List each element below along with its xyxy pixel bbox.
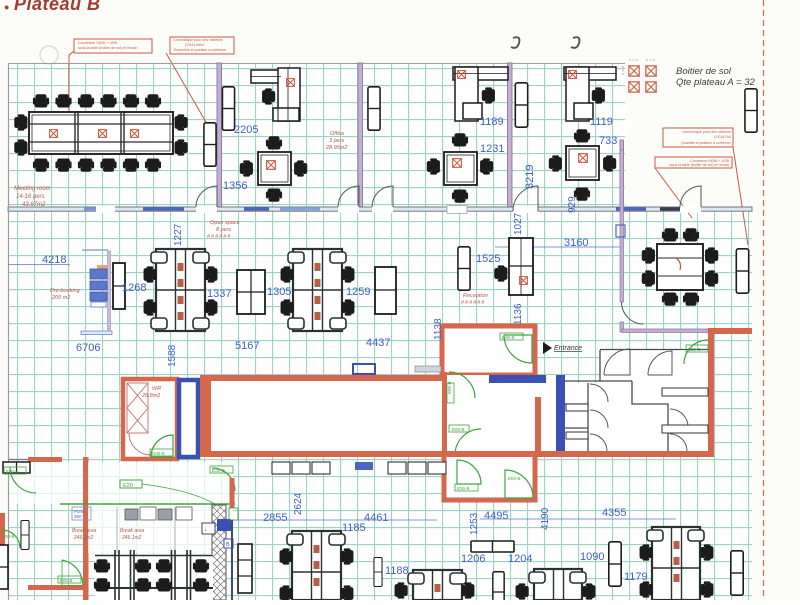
svg-text:sous la table (boitier de sol): sous la table (boitier de sol) et l'ecra…	[78, 46, 137, 50]
svg-text:2205: 2205	[234, 124, 258, 136]
svg-text:1337: 1337	[207, 288, 231, 300]
svg-text:1588: 1588	[167, 344, 178, 367]
svg-text:1138: 1138	[433, 318, 444, 340]
svg-text:1179: 1179	[624, 571, 648, 583]
svg-text:43.67m2: 43.67m2	[22, 202, 46, 208]
svg-text:Connexion HDMI + USB: Connexion HDMI + USB	[690, 159, 729, 163]
svg-text:●: ●	[4, 2, 9, 12]
svg-text:1188: 1188	[385, 565, 409, 577]
svg-text:3219: 3219	[524, 165, 536, 189]
svg-text:1231: 1231	[480, 143, 504, 155]
svg-text:######: ######	[461, 300, 485, 306]
svg-text:B: B	[226, 542, 230, 548]
svg-text:Quantite et position a confirm: Quantite et position a confirmer	[681, 141, 732, 145]
svg-text:(VGA) Full: (VGA) Full	[714, 135, 731, 139]
svg-text:Pre-booking: Pre-booking	[50, 288, 81, 294]
svg-text:E20: E20	[123, 483, 133, 489]
svg-text:2624: 2624	[293, 492, 304, 515]
svg-text:Entrance: Entrance	[554, 345, 582, 352]
svg-text:E00-B: E00-B	[688, 347, 701, 352]
svg-text:5167: 5167	[235, 340, 259, 352]
svg-text:Connectique pour des visiteurs: Connectique pour des visiteurs	[173, 38, 223, 42]
svg-text:1206: 1206	[461, 553, 485, 565]
svg-text:8 pers: 8 pers	[216, 227, 232, 233]
svg-text:Porte: Porte	[74, 509, 85, 514]
svg-text:E00-B: E00-B	[2, 534, 15, 539]
svg-text:1305: 1305	[267, 286, 291, 298]
svg-text:1259: 1259	[346, 286, 370, 298]
svg-text:28.8m2: 28.8m2	[141, 393, 160, 399]
svg-text:1090: 1090	[580, 551, 604, 563]
svg-text:(VGA) hdmi: (VGA) hdmi	[185, 43, 204, 47]
svg-text:↓: ↓	[204, 527, 207, 533]
svg-text:1227: 1227	[173, 223, 184, 246]
svg-text:4461: 4461	[364, 512, 388, 524]
svg-text:4437: 4437	[366, 337, 390, 349]
svg-text:1356: 1356	[223, 180, 247, 192]
svg-text:3160: 3160	[564, 237, 588, 249]
svg-text:Connexion HDMI + USB: Connexion HDMI + USB	[78, 41, 117, 45]
svg-text:Qte plateau A = 32: Qte plateau A = 32	[676, 77, 755, 88]
svg-text:14-16 pers: 14-16 pers	[16, 194, 45, 200]
svg-text:connectique pour des visiteur: connectique pour des visiteurs	[682, 130, 731, 134]
svg-text:246.1m2: 246.1m2	[73, 535, 94, 541]
svg-text:1136: 1136	[513, 303, 524, 325]
svg-text:3 pers: 3 pers	[329, 138, 345, 144]
svg-text:246.1m2: 246.1m2	[121, 535, 142, 541]
svg-text:E00-B: E00-B	[502, 335, 515, 340]
svg-text:D30-B: D30-B	[212, 468, 225, 473]
svg-text:28.95m2: 28.95m2	[325, 145, 347, 151]
svg-text:E00-B: E00-B	[60, 578, 73, 583]
svg-text:4355: 4355	[602, 507, 626, 519]
svg-text:4218: 4218	[42, 254, 66, 266]
svg-text:Open space: Open space	[210, 220, 240, 226]
svg-text:4495: 4495	[484, 510, 508, 522]
svg-text:Meeting room: Meeting room	[14, 186, 51, 192]
svg-text:Break area: Break area	[120, 528, 145, 534]
svg-text:1253: 1253	[469, 512, 480, 535]
svg-text:Reception: Reception	[463, 293, 488, 299]
svg-text:6706: 6706	[76, 342, 100, 354]
svg-text:733: 733	[599, 135, 617, 147]
svg-text:1189: 1189	[480, 116, 504, 128]
svg-text:1204: 1204	[508, 553, 532, 565]
svg-text:Break area: Break area	[72, 528, 97, 534]
svg-text:1268: 1268	[122, 282, 146, 294]
svg-text:Office: Office	[330, 131, 344, 137]
svg-text:WR: WR	[152, 386, 161, 392]
svg-text:sous la table (boitier de sol): sous la table (boitier de sol) et l'ecra…	[670, 163, 729, 167]
svg-text:Boitier de sol: Boitier de sol	[676, 66, 732, 77]
svg-text:929: 929	[567, 196, 578, 213]
svg-text:360: 360	[74, 514, 82, 519]
svg-text:2855: 2855	[263, 512, 287, 524]
svg-text:200 m2: 200 m2	[51, 295, 70, 301]
svg-text:1119: 1119	[590, 116, 613, 128]
svg-text:E00-B: E00-B	[6, 469, 19, 474]
svg-text:E00-B: E00-B	[452, 427, 465, 432]
svg-text:D30-B: D30-B	[152, 451, 165, 456]
svg-text:Plateau B: Plateau B	[14, 0, 101, 14]
svg-text:Ensemble et position a confirm: Ensemble et position a confirmer	[174, 48, 227, 52]
svg-text:E00-B: E00-B	[447, 381, 452, 394]
svg-text:1185: 1185	[342, 522, 366, 534]
svg-text:######: ######	[207, 234, 231, 240]
svg-text:1525: 1525	[476, 253, 500, 265]
svg-text:E00-B: E00-B	[457, 486, 470, 491]
svg-text:E00-B: E00-B	[508, 476, 521, 481]
svg-text:1027: 1027	[513, 212, 524, 235]
